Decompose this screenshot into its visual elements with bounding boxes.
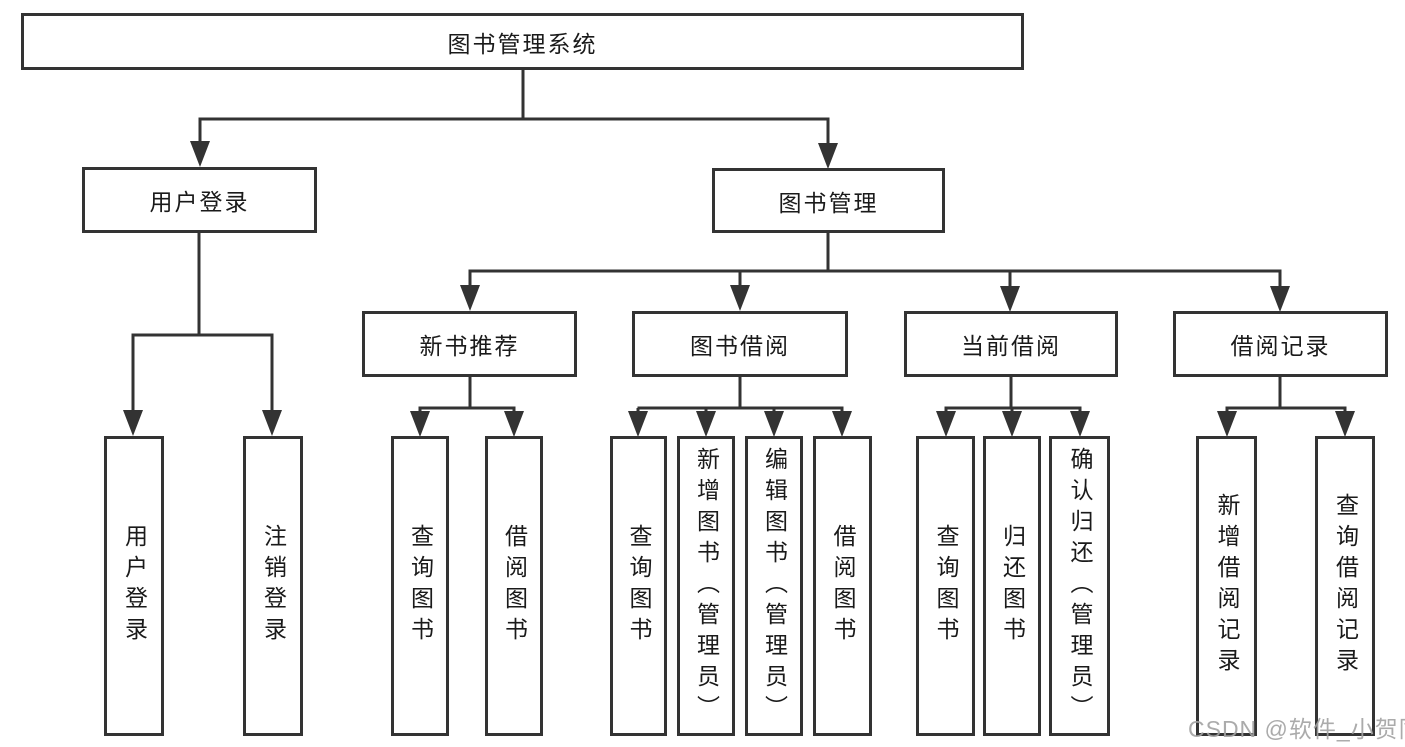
node-user-login-label: 用户登录 xyxy=(149,189,250,215)
leaf-recommend-query-book: 查询图书 xyxy=(391,436,449,736)
leaf-borrow-borrow-book: 借阅图书 xyxy=(813,436,872,736)
leaf-record-add-record-label: 新增借阅记录 xyxy=(1214,493,1240,679)
node-book-management: 图书管理 xyxy=(712,168,945,233)
node-book-borrow: 图书借阅 xyxy=(632,311,848,377)
leaf-current-confirm-return-label: 确认归还（管理员） xyxy=(1067,446,1093,726)
node-new-book-recommend-label: 新书推荐 xyxy=(419,333,520,359)
node-library-system-label: 图书管理系统 xyxy=(447,30,598,57)
csdn-watermark: CSDN @软件_小贺同学 xyxy=(1188,716,1405,742)
leaf-recommend-query-book-label: 查询图书 xyxy=(407,524,434,648)
leaf-user-login-label: 用户登录 xyxy=(121,524,148,648)
node-borrow-records-label: 借阅记录 xyxy=(1230,333,1331,359)
node-book-borrow-label: 图书借阅 xyxy=(690,333,790,359)
leaf-borrow-query-book-label: 查询图书 xyxy=(626,524,652,648)
leaf-current-return-book-label: 归还图书 xyxy=(999,524,1026,648)
leaf-record-add-record: 新增借阅记录 xyxy=(1196,436,1257,736)
leaf-recommend-borrow-book-label: 借阅图书 xyxy=(501,524,528,648)
leaf-logout: 注销登录 xyxy=(243,436,303,736)
leaf-user-login: 用户登录 xyxy=(104,436,164,736)
leaf-borrow-query-book: 查询图书 xyxy=(610,436,667,736)
leaf-borrow-edit-book: 编辑图书（管理员） xyxy=(745,436,803,736)
node-current-borrow-label: 当前借阅 xyxy=(961,333,1061,359)
node-library-system: 图书管理系统 xyxy=(21,13,1024,70)
leaf-current-return-book: 归还图书 xyxy=(983,436,1041,736)
node-new-book-recommend: 新书推荐 xyxy=(362,311,577,377)
node-borrow-records: 借阅记录 xyxy=(1173,311,1388,377)
leaf-borrow-borrow-book-label: 借阅图书 xyxy=(830,524,856,648)
leaf-current-query-book-label: 查询图书 xyxy=(933,524,959,648)
node-book-management-label: 图书管理 xyxy=(778,189,879,216)
leaf-borrow-add-book: 新增图书（管理员） xyxy=(677,436,735,736)
leaf-record-query-record-label: 查询借阅记录 xyxy=(1332,493,1359,679)
leaf-borrow-edit-book-label: 编辑图书（管理员） xyxy=(761,446,788,726)
node-user-login: 用户登录 xyxy=(82,167,317,233)
leaf-record-query-record: 查询借阅记录 xyxy=(1315,436,1375,736)
leaf-borrow-add-book-label: 新增图书（管理员） xyxy=(693,446,720,726)
leaf-recommend-borrow-book: 借阅图书 xyxy=(485,436,543,736)
leaf-current-query-book: 查询图书 xyxy=(916,436,975,736)
node-current-borrow: 当前借阅 xyxy=(904,311,1118,377)
leaf-current-confirm-return: 确认归还（管理员） xyxy=(1049,436,1110,736)
leaf-logout-label: 注销登录 xyxy=(260,524,287,648)
